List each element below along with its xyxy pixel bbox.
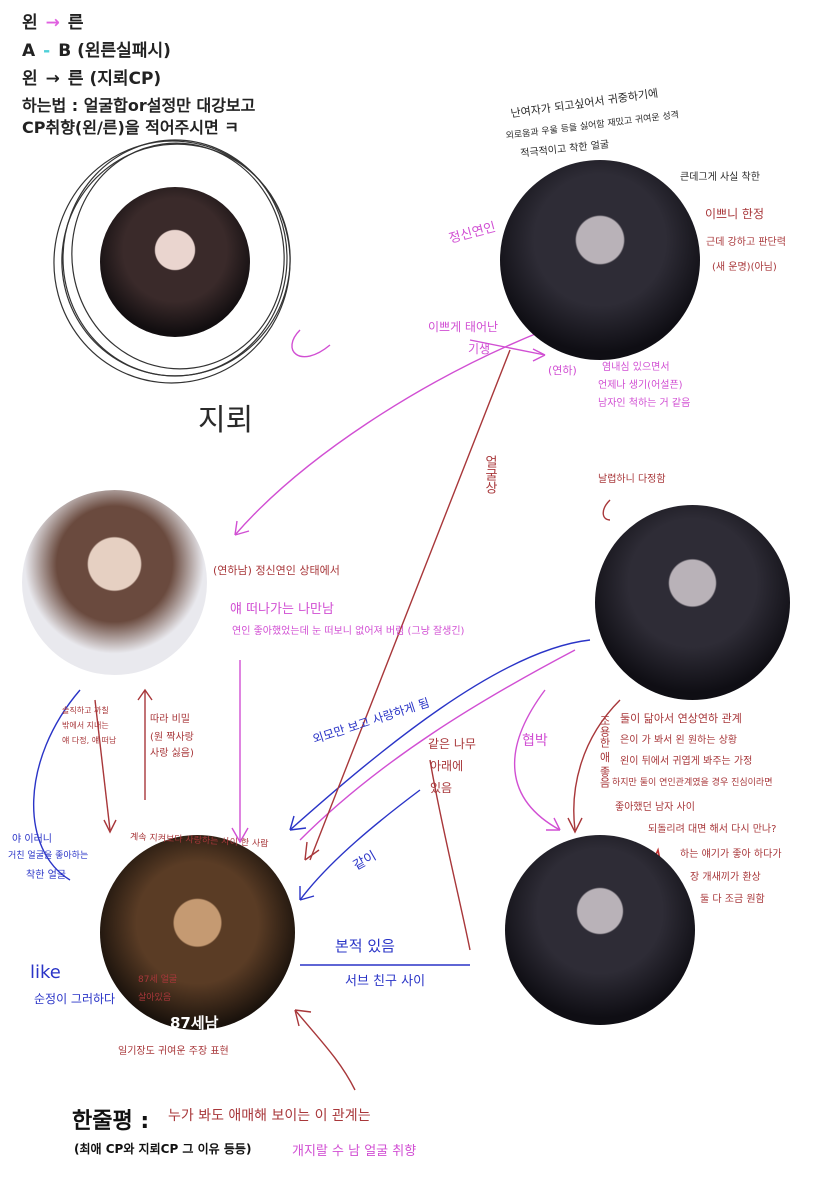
right-block-4: 하지만 둘이 연인관계였을 경우 진심이라면 [612,778,773,788]
footer-handwritten: 누가 봐도 애매해 보이는 이 관계는 [168,1108,371,1124]
center-bottom-b: 서브 친구 사이 [345,974,426,989]
left-red-b: 밖에서 지내는 [62,721,109,730]
legend-dash-cyan: - [43,41,51,61]
legend-line-2: A-B (왼른실패시) [22,36,171,61]
jiroe-label: 지뢰 [198,403,254,438]
legend-a: A [22,41,36,61]
center-bottom-a: 본적 있음 [335,937,395,955]
pink-mid-e: 언제나 생기(어설픈) [598,380,683,391]
pink-mid-d: 염내심 있으면서 [602,362,670,373]
vertical-red: 얼굴상 [482,455,497,494]
right-top-note: 날렵하니 다정함 [598,474,666,485]
legend-right: 른 [67,13,84,33]
footer-title: 한줄평 : [72,1109,150,1134]
blue-left-a: 야 이러니 [12,834,52,845]
below-age: 일기장도 귀여운 주장 표현 [118,1046,229,1057]
center-portrait [100,835,295,1030]
red-mid-b: 아래에 [430,759,464,773]
left-red-c: 얘 다정, 얘 떠남 [62,736,117,745]
top-right-note-4: 큰데그게 사실 착한 [680,172,760,183]
right-portrait [595,505,790,700]
pink-mid-b: 기생 [468,342,491,356]
legend-arrow-dark: → [45,69,60,89]
pink-lower: 협박 [522,733,548,749]
left-red-d: 따라 비밀 [150,714,190,725]
legend-arrow-pink: → [45,13,60,33]
blue-left-b: 거친 얼굴을 좋아하는 [8,851,89,861]
legend-instructions: 하는법 : 얼굴합or설정만 대강보고 [22,96,256,115]
like-note: like [30,962,61,983]
right-block-1: 둘이 닮아서 연상연하 관계 [620,712,742,725]
left-red-e: (원 짝사랑 [150,732,194,743]
right-block-6: 되돌리려 대면 해서 다시 만나? [648,824,777,835]
pink-right-a: 이쁘니 한정 [705,207,765,221]
red-mid-a: 같은 나무 [428,737,476,751]
middle-b: 얘 떠나가는 나만남 [230,602,334,617]
pink-mid-f: 남자인 척하는 거 같음 [598,398,691,409]
legend-note: (왼른실패시) [77,41,171,61]
middle-c: 연인 좋아했었는데 눈 떠보니 없어져 버림 (그냥 잘생긴) [232,626,465,637]
age-note-2: 살아있음 [138,993,172,1003]
legend-left-2: 왼 [22,69,38,89]
right-block-2: 은이 가 봐서 왼 원하는 상황 [620,735,738,746]
right-block-3: 왼이 뒤에서 귀엽게 봐주는 가정 [620,756,753,767]
legend-right-2: 른 (지뢰CP) [67,69,162,89]
left-red-a: 솔직하고 까칠 [62,706,109,715]
top-right-portrait [500,160,700,360]
legend-left: 왼 [22,13,38,33]
footer-handwritten-2: 개지랄 수 남 얼굴 취향 [292,1144,417,1159]
middle-a: (연하남) 정신연인 상태에서 [213,564,340,577]
red-mid-c: 있음 [430,781,453,795]
pink-right-c: (새 운명)(아님) [712,262,777,273]
left-portrait [22,490,207,675]
pink-mid-a: 이쁘게 태어난 [428,320,499,334]
pink-right-b: 근데 강하고 판단력 [706,237,786,248]
right-block-8: 장 개새끼가 환상 [690,872,761,883]
footer-subtitle: (최애 CP와 지뢰CP 그 이유 등등) [74,1142,252,1156]
right-block-5: 좋아했던 남자 사이 [615,802,695,813]
bottom-right-portrait [505,835,695,1025]
jiroe-portrait [100,187,250,337]
right-block-7: 하는 얘기가 좋아 하다가 [680,849,782,860]
pink-mid-c: (연하) [548,364,577,377]
age-note-1: 87세 얼굴 [138,975,178,985]
legend-b: B [58,41,72,61]
age-label: 87세남 [170,1014,219,1032]
blue-left-c: 착한 얼굴 [26,870,66,881]
right-block-9: 둘 다 조금 원함 [700,894,765,905]
legend-instructions-2: CP취향(왼/른)을 적어주시면 ㅋ [22,118,239,137]
legend-line-3: 왼 → 른 (지뢰CP) [22,64,161,89]
right-vertical: 조용한 애 좋음 [598,715,611,788]
legend-line-1: 왼 → 른 [22,8,84,33]
left-red-f: 사랑 싫음) [150,748,194,759]
like-note-2: 순정이 그러하다 [34,992,116,1006]
